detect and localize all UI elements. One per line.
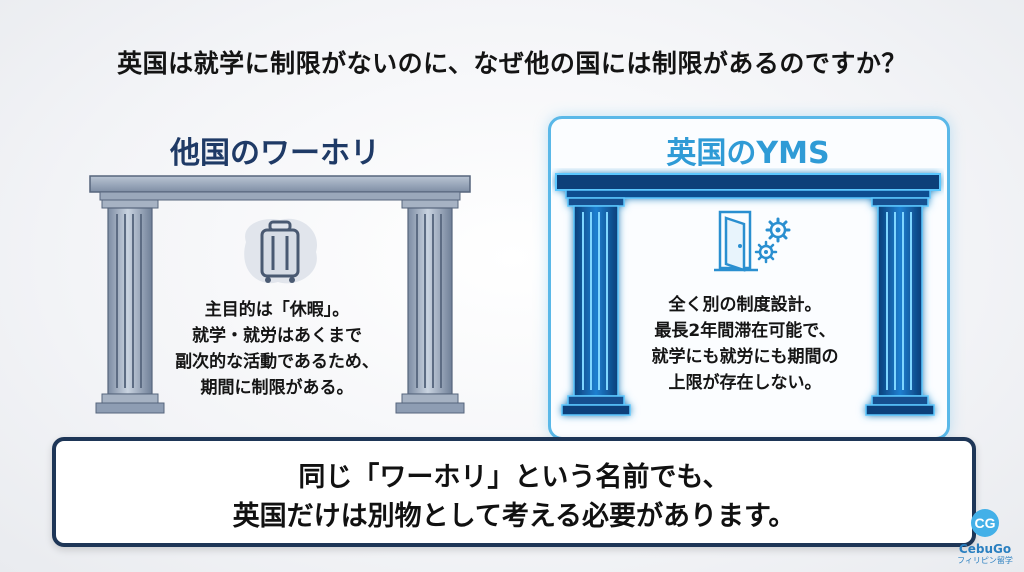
left-desc-line: 就学・就労はあくまで [192, 326, 362, 346]
left-desc-line: 副次的な活動であるため、 [175, 352, 379, 372]
conclusion-line-2: 英国だけは別物として考える必要があります。 [232, 501, 796, 532]
right-desc-line: 最長2年間滞在可能で、 [654, 321, 836, 341]
right-desc-line: 就学にも就労にも期間の [651, 347, 839, 367]
left-description: 主目的は「休暇」。 就学・就労はあくまで 副次的な活動であるため、 期間に制限が… [152, 297, 402, 401]
cebugo-logo-mark: CG [971, 509, 999, 537]
right-desc-line: 全く別の制度設計。 [668, 295, 822, 315]
logo-subtitle: フィリピン留学 [957, 556, 1013, 565]
suitcase-icon [244, 218, 318, 284]
door-gear-icon [714, 210, 791, 272]
question-heading: 英国は就学に制限がないのに、なぜ他の国には制限があるのですか？ [117, 49, 907, 78]
right-description: 全く別の制度設計。 最長2年間滞在可能で、 就学にも就労にも期間の 上限が存在し… [610, 292, 880, 396]
logo-mark-text: CG [975, 515, 996, 531]
right-pillar-structure [555, 173, 941, 416]
conclusion-box [52, 437, 976, 547]
logo-name: CebuGo [958, 542, 1012, 556]
right-desc-line: 上限が存在しない。 [668, 373, 822, 393]
cebugo-logo: CG CebuGo フィリピン留学 [952, 508, 1018, 568]
right-title: 英国のYMS [666, 136, 830, 171]
left-desc-line: 期間に制限がある。 [200, 378, 354, 398]
left-pillar-structure [89, 175, 471, 414]
left-title: 他国のワーホリ [170, 136, 380, 171]
left-desc-line: 主目的は「休暇」。 [204, 300, 350, 320]
conclusion-line-1: 同じ「ワーホリ」という名前でも、 [298, 462, 730, 493]
